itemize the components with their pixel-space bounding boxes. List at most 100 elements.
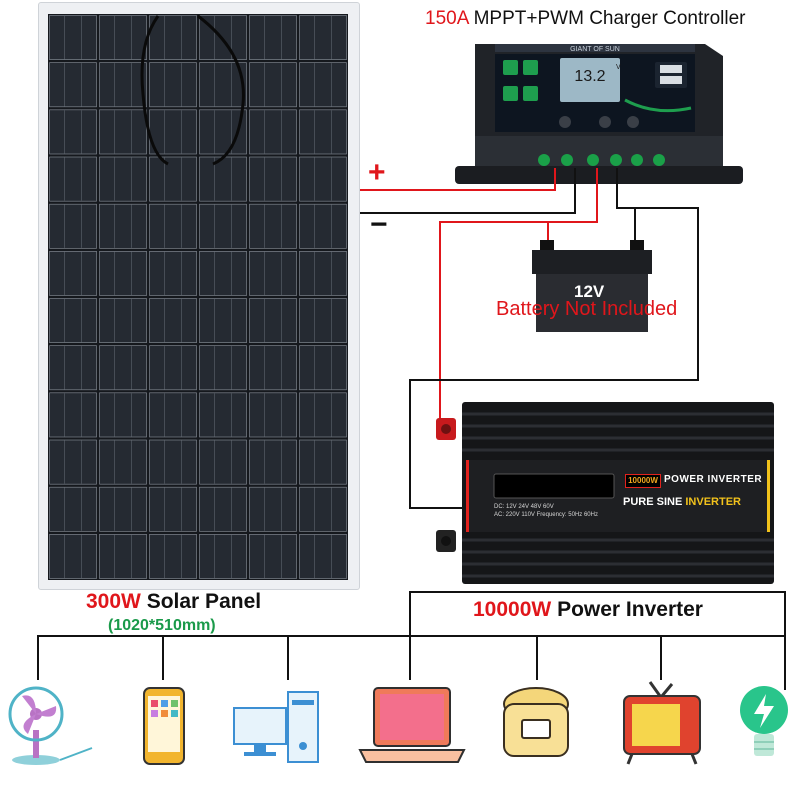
solar-cell bbox=[49, 251, 97, 296]
solar-cell bbox=[199, 486, 247, 532]
solar-cell bbox=[99, 15, 147, 60]
television-icon bbox=[623, 681, 701, 765]
solar-cell bbox=[99, 486, 147, 532]
controller-power-label: 150A bbox=[425, 8, 469, 29]
solar-cell bbox=[199, 251, 247, 296]
solar-cell bbox=[199, 534, 247, 579]
controller-button[interactable] bbox=[627, 116, 639, 128]
solar-cell bbox=[149, 298, 197, 343]
rice-cooker-icon bbox=[503, 687, 569, 757]
mppt-icon bbox=[503, 60, 518, 75]
solar-cell bbox=[249, 392, 297, 438]
solar-cell bbox=[99, 392, 147, 438]
solar-cell bbox=[99, 298, 147, 343]
solar-cell bbox=[199, 298, 247, 343]
controller-title: 150A MPPT+PWM Charger Controller bbox=[425, 8, 745, 30]
solar-cell bbox=[299, 156, 347, 202]
panel-size: (1020*510mm) bbox=[108, 617, 216, 634]
controller-name-label: MPPT+PWM Charger Controller bbox=[473, 8, 746, 29]
light-bulb-icon bbox=[740, 686, 788, 756]
solar-cell bbox=[99, 251, 147, 296]
inverter-dc-spec: DC: 12V 24V 48V 60V bbox=[494, 504, 554, 510]
controller-button[interactable] bbox=[559, 116, 571, 128]
solar-cell bbox=[149, 109, 197, 155]
solar-cell bbox=[149, 534, 197, 579]
solar-cell bbox=[149, 15, 197, 60]
battery-voltage: 12V bbox=[574, 282, 605, 301]
lcd-unit: V bbox=[616, 64, 621, 71]
solar-cell bbox=[149, 439, 197, 485]
solar-cell bbox=[249, 486, 297, 532]
solar-cell bbox=[249, 345, 297, 391]
solar-cell bbox=[149, 345, 197, 391]
solar-cell bbox=[249, 439, 297, 485]
protect-icon bbox=[523, 86, 538, 101]
solar-cell bbox=[299, 486, 347, 532]
panel-label: Solar Panel bbox=[146, 590, 262, 613]
lcd-display bbox=[560, 58, 620, 102]
solar-cell bbox=[299, 109, 347, 155]
solar-cell bbox=[249, 15, 297, 60]
panel-title: 300W Solar Panel bbox=[86, 590, 261, 614]
inverter-power: 10000W bbox=[473, 598, 552, 621]
inverter-ac-spec: AC: 220V 110V Frequency: 50Hz 60Hz bbox=[494, 512, 598, 518]
solar-cell bbox=[199, 156, 247, 202]
solar-cell bbox=[149, 251, 197, 296]
solar-cell bbox=[149, 486, 197, 532]
controller-brand: GIANT OF SUN bbox=[570, 46, 620, 53]
controller-button[interactable] bbox=[599, 116, 611, 128]
solar-cell bbox=[49, 392, 97, 438]
solar-cell bbox=[49, 62, 97, 108]
solar-cell bbox=[299, 15, 347, 60]
positive-sign: + bbox=[368, 156, 386, 189]
battery-note: Battery Not Included bbox=[496, 298, 678, 320]
usb-port-icon bbox=[660, 76, 682, 84]
solar-cell bbox=[49, 203, 97, 249]
solar-cell bbox=[49, 156, 97, 202]
usb-port-icon bbox=[660, 65, 682, 73]
solar-cell bbox=[99, 534, 147, 579]
solar-cell bbox=[199, 392, 247, 438]
solar-cell bbox=[99, 62, 147, 108]
solar-cell bbox=[249, 109, 297, 155]
solar-cell bbox=[99, 109, 147, 155]
solar-cell bbox=[249, 251, 297, 296]
inverter-badge: 10000W bbox=[625, 474, 661, 488]
charge-controller-image: GIANT OF SUN 13.2 V bbox=[455, 44, 743, 184]
solar-cell bbox=[49, 298, 97, 343]
solar-cell bbox=[299, 62, 347, 108]
solar-cell bbox=[49, 486, 97, 532]
solar-cell bbox=[299, 534, 347, 579]
panel-power: 300W bbox=[86, 590, 141, 613]
solar-cell bbox=[249, 534, 297, 579]
power-inverter-image bbox=[436, 402, 774, 584]
solar-cell bbox=[149, 62, 197, 108]
solar-cell bbox=[299, 203, 347, 249]
settings-icon bbox=[523, 60, 538, 75]
timer-icon bbox=[503, 86, 518, 101]
solar-cell bbox=[99, 439, 147, 485]
negative-sign: − bbox=[370, 208, 388, 241]
solar-cell bbox=[49, 109, 97, 155]
solar-cell bbox=[49, 15, 97, 60]
solar-cell bbox=[149, 392, 197, 438]
smartphone-icon bbox=[143, 687, 185, 765]
solar-cell bbox=[99, 345, 147, 391]
solar-cell bbox=[299, 251, 347, 296]
fan-icon bbox=[8, 686, 93, 765]
solar-cell bbox=[199, 345, 247, 391]
lcd-value: 13.2 bbox=[574, 68, 605, 85]
solar-cell bbox=[299, 298, 347, 343]
solar-panel-image bbox=[48, 14, 348, 580]
battery-image bbox=[532, 240, 652, 332]
solar-cell bbox=[49, 345, 97, 391]
solar-cell bbox=[249, 62, 297, 108]
inverter-brand: POWER INVERTER bbox=[664, 474, 763, 485]
solar-cell bbox=[249, 298, 297, 343]
solar-cell bbox=[299, 392, 347, 438]
inverter-type-white: PURE SINE bbox=[623, 496, 683, 508]
solar-cell bbox=[299, 345, 347, 391]
solar-cell bbox=[99, 156, 147, 202]
solar-cell bbox=[199, 439, 247, 485]
